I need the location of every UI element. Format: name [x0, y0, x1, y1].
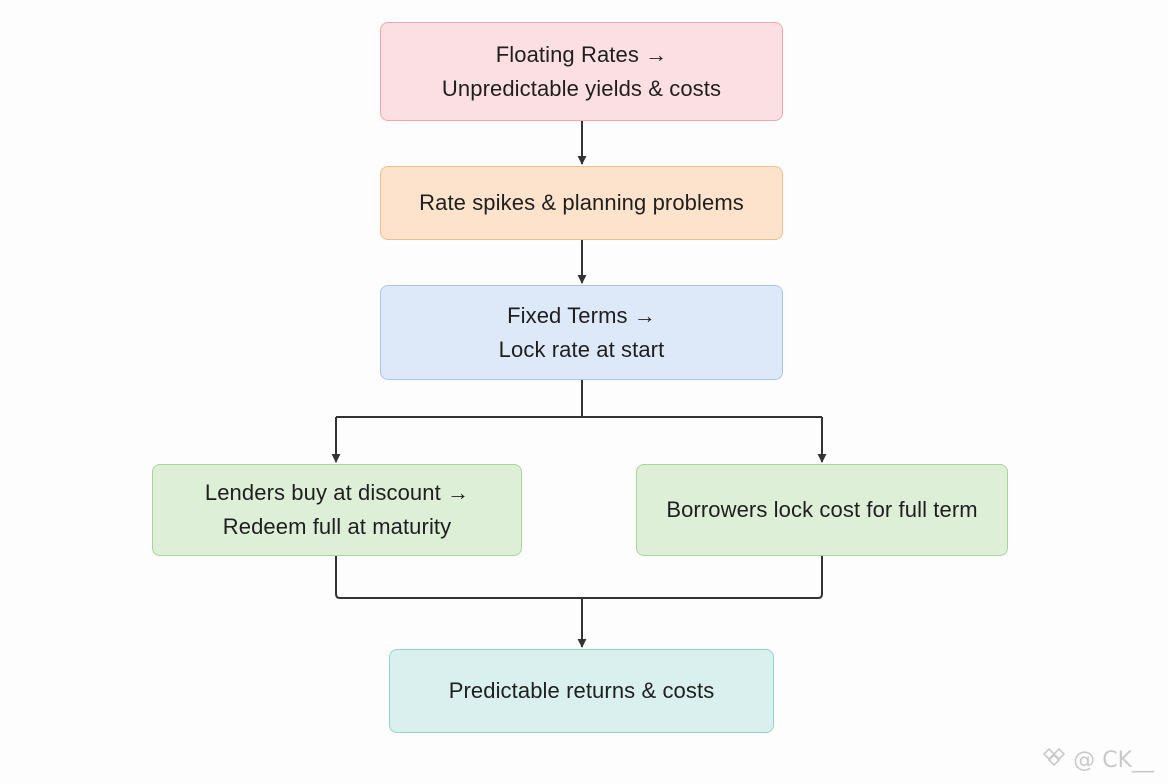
node-fixed-terms-line2: Lock rate at start — [498, 336, 665, 362]
node-fixed-terms-line1: Fixed Terms → — [507, 302, 656, 328]
watermark-text: @ CK__ — [1073, 747, 1154, 773]
node-floating-rates-line2: Unpredictable yields & costs — [441, 75, 722, 101]
node-lenders: Lenders buy at discount → Redeem full at… — [152, 464, 522, 556]
node-rate-spikes-label: Rate spikes & planning problems — [419, 190, 744, 215]
node-lenders-line2: Redeem full at maturity — [222, 514, 452, 539]
split-line-from-fixed — [336, 380, 822, 418]
node-lenders-line1: Lenders buy at discount → — [204, 480, 470, 505]
node-borrowers-label: Borrowers lock cost for full term — [666, 497, 978, 522]
node-rate-spikes: Rate spikes & planning problems — [380, 166, 783, 240]
node-fixed-terms: Fixed Terms → Lock rate at start — [380, 285, 783, 380]
node-predictable: Predictable returns & costs — [389, 649, 774, 733]
node-borrowers: Borrowers lock cost for full term — [636, 464, 1008, 556]
diamond-logo-icon — [1041, 746, 1067, 774]
node-floating-rates-line1: Floating Rates → — [495, 41, 668, 67]
merge-line-to-predictable — [335, 556, 823, 599]
watermark: @ CK__ — [1041, 746, 1154, 774]
node-predictable-label: Predictable returns & costs — [448, 678, 715, 703]
node-floating-rates: Floating Rates → Unpredictable yields & … — [380, 22, 783, 121]
